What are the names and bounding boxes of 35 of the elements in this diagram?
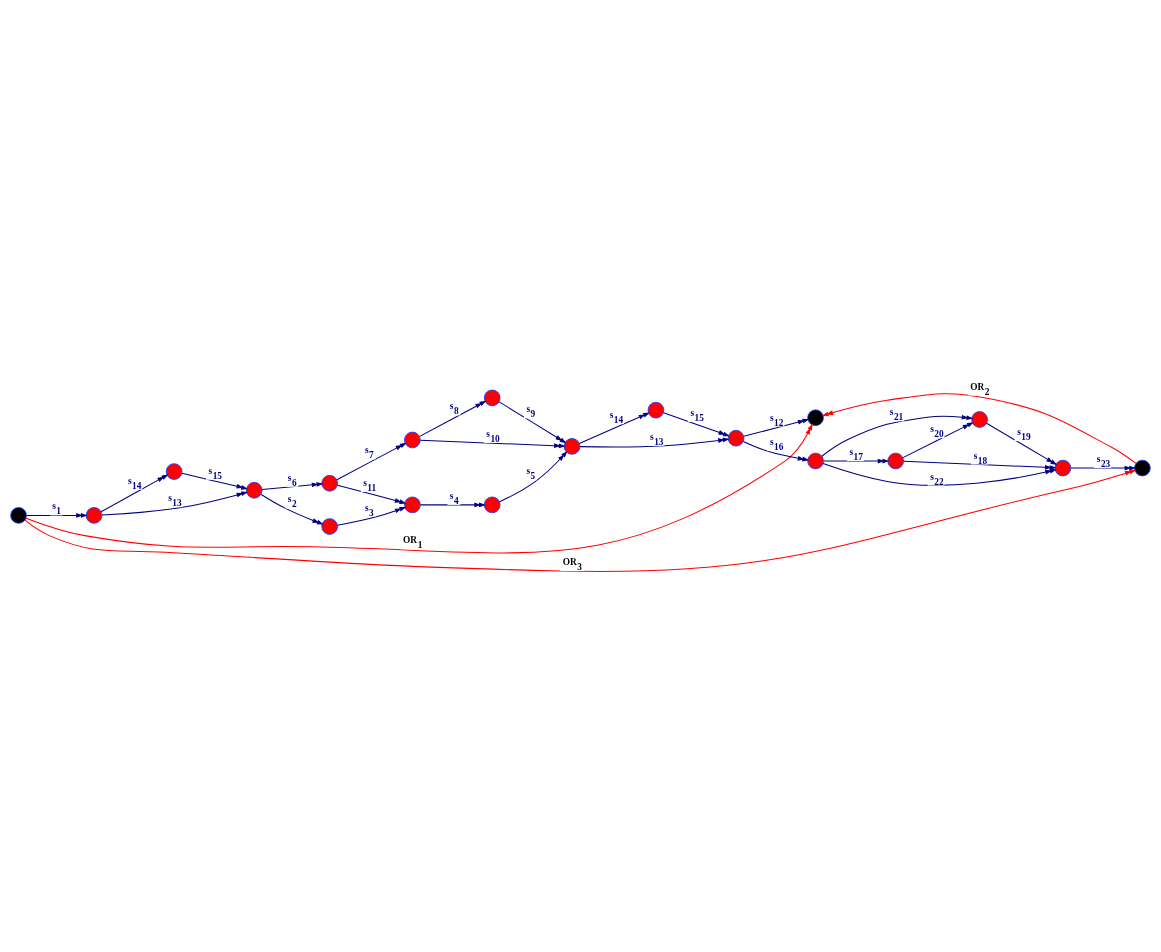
node-circle: [404, 431, 421, 449]
node-circle: [971, 411, 988, 428]
arrow: [181, 472, 248, 490]
arrow: [742, 440, 810, 462]
node-circle: [1134, 459, 1151, 477]
node-circle: [1054, 459, 1072, 477]
node-circle: [483, 389, 501, 407]
node-circle: [321, 518, 338, 535]
node-circle: [85, 507, 103, 524]
arrow: [420, 502, 486, 508]
node-circle: [245, 481, 263, 499]
node-circle: [807, 452, 824, 470]
arrow: [743, 418, 810, 437]
arrow: [823, 458, 890, 464]
node-circle: [404, 496, 421, 514]
arrow: [336, 507, 407, 526]
node-circle: [647, 401, 665, 419]
node-circle: [887, 452, 904, 470]
node-circle: [483, 496, 501, 514]
node-circle: [807, 409, 824, 427]
node-circle: [321, 474, 338, 492]
arrow: [499, 451, 568, 503]
node-circle: [727, 429, 745, 447]
arrow: [903, 460, 1057, 470]
node-circle: [563, 438, 581, 455]
arrow: [419, 439, 566, 449]
arrow: [579, 437, 730, 448]
arrow: [1070, 465, 1137, 471]
arrow: [821, 414, 974, 457]
node-circle: [10, 507, 27, 524]
arrow: [26, 513, 88, 518]
arrow: [25, 423, 813, 554]
arrow: [336, 484, 407, 504]
arrow: [261, 482, 324, 491]
node-circle: [165, 463, 183, 480]
